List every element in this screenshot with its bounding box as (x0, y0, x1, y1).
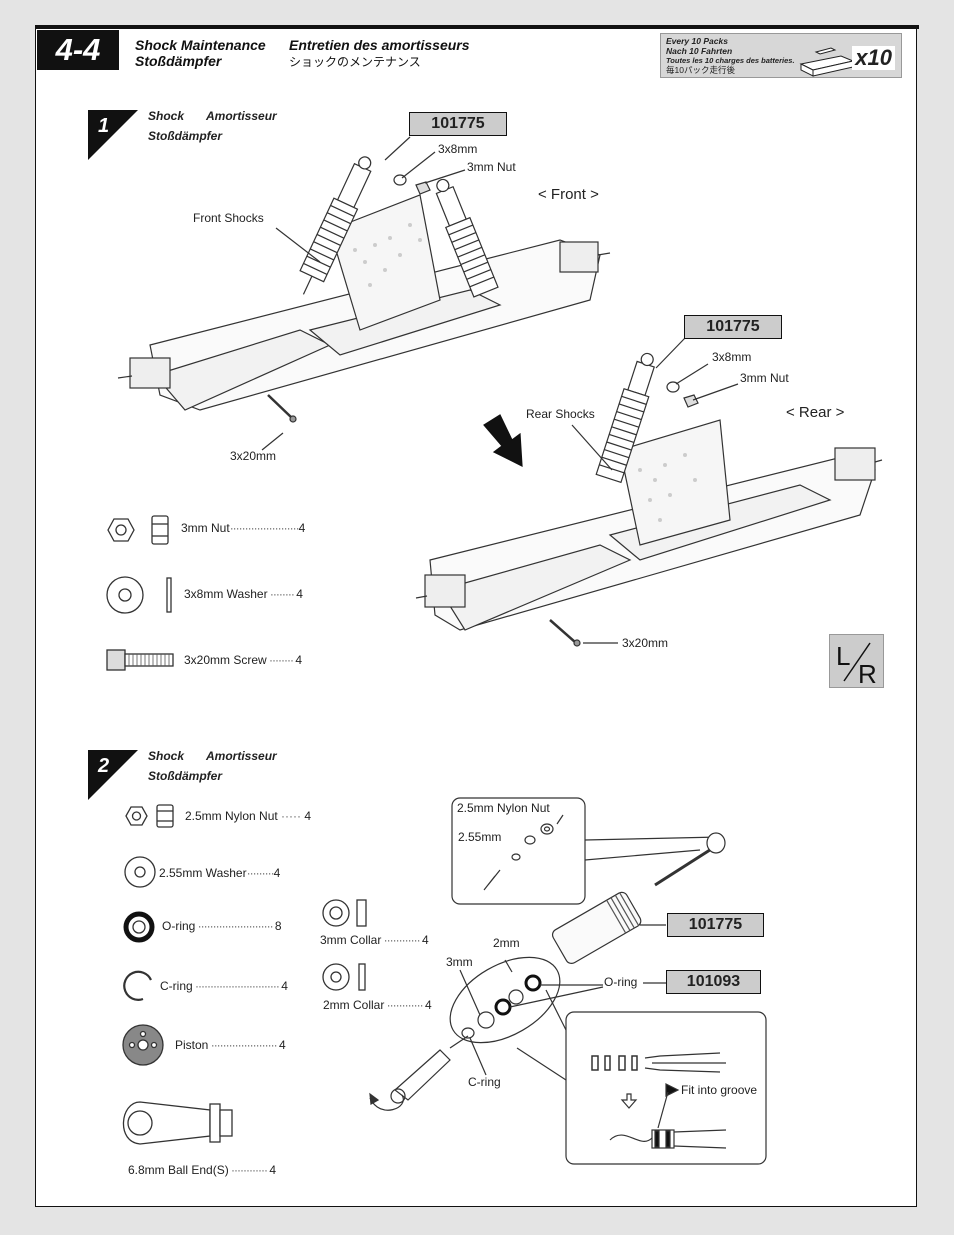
top-rule (35, 25, 919, 29)
part-qty: 4 (296, 587, 303, 601)
step1-label-de: Stoßdämpfer (148, 129, 223, 143)
part-qty: 4 (298, 521, 306, 535)
callout-3mm: 3mm (446, 955, 473, 969)
nylon-nut-detail-box (451, 797, 586, 905)
collar-qty: 4 (424, 998, 432, 1012)
step2-label-en: Shock (148, 749, 185, 763)
title-en: Shock Maintenance (135, 37, 266, 53)
callout-front-washer: 3x8mm (438, 142, 478, 156)
part-name: C-ring (160, 979, 193, 993)
part-row: 2.55mm Washer·········4 (159, 866, 281, 880)
interval-line-en: Every 10 Packs (666, 36, 728, 46)
nylon-nut-icon (125, 804, 174, 828)
part-number-rear-shock: 101775 (684, 315, 782, 339)
part-qty: 4 (281, 979, 288, 993)
interval-count: x10 (852, 46, 895, 70)
part-name: 2.55mm Washer (159, 866, 247, 880)
left-right-icon: L R (829, 634, 884, 688)
part-row: 3x20mm Screw ········ 4 (184, 653, 303, 667)
piston-icon (122, 1024, 164, 1066)
part-qty: 8 (274, 919, 282, 933)
part-qty: 4 (269, 1163, 277, 1177)
nut-icon (107, 515, 169, 545)
callout-front-nut: 3mm Nut (467, 160, 516, 174)
ball-end-icon (122, 1101, 233, 1145)
part-number-front-shock: 101775 (409, 112, 507, 136)
collar-row: 3mm Collar ············ 4 (320, 933, 429, 947)
interval-line-jp: 毎10パック走行後 (666, 64, 735, 75)
part-row: C-ring ···························· 4 (160, 979, 288, 993)
part-row: 6.8mm Ball End(S) ············ 4 (128, 1163, 277, 1177)
screw-icon (106, 649, 174, 671)
part-row: Piston ······················ 4 (175, 1038, 286, 1052)
part-name: 3mm Nut (181, 521, 230, 535)
part-row: 2.5mm Nylon Nut ····· 4 (185, 809, 312, 823)
label-front: < Front > (538, 186, 599, 203)
part-number-o-ring: 101093 (666, 970, 761, 994)
svg-text:R: R (858, 659, 877, 687)
step2-marker (88, 750, 138, 800)
step1-label-fr: Amortisseur (206, 109, 277, 123)
small-washer-icon (124, 856, 156, 888)
callout-front-shocks: Front Shocks (193, 211, 264, 225)
part-name: O-ring (162, 919, 196, 933)
step1-marker (88, 110, 138, 160)
callout-rear-nut: 3mm Nut (740, 371, 789, 385)
part-row: O-ring ························· 8 (162, 919, 282, 933)
part-qty: 4 (295, 653, 303, 667)
o-ring-icon (123, 911, 155, 943)
interval-line-de: Nach 10 Fahrten (666, 45, 733, 56)
collar-name: 2mm Collar (323, 998, 385, 1012)
collar-3mm-icon (322, 899, 367, 927)
part-qty: 4 (278, 1038, 286, 1052)
washer-icon (106, 576, 172, 614)
part-qty: 4 (304, 809, 312, 823)
step1-number: 1 (98, 115, 110, 137)
step1-label-en: Shock (148, 109, 185, 123)
callout-rear-shocks: Rear Shocks (526, 407, 595, 421)
step2-label-fr: Amortisseur (206, 749, 277, 763)
callout-rear-screw: 3x20mm (622, 636, 669, 650)
callout-nylon-nut: 2.5mm Nylon Nut (457, 801, 550, 815)
step2-number: 2 (98, 755, 110, 777)
title-fr: Entretien des amortisseurs (289, 37, 470, 53)
interval-line-fr: Toutes les 10 charges des batteries. (666, 56, 795, 65)
maintenance-interval-box: Every 10 Packs Nach 10 Fahrten Toutes le… (660, 33, 902, 78)
part-name: 3x8mm Washer (184, 587, 268, 601)
part-row: 3mm Nut·······················4 (181, 521, 306, 535)
part-number-shock-body: 101775 (667, 913, 764, 937)
svg-text:L: L (836, 641, 850, 671)
callout-fit-groove: Fit into groove (681, 1083, 758, 1097)
part-row: 3x8mm Washer ········ 4 (184, 587, 303, 601)
callout-rear-washer: 3x8mm (712, 350, 752, 364)
step2-label-de: Stoßdämpfer (148, 769, 223, 783)
collar-name: 3mm Collar (320, 933, 382, 947)
label-rear: < Rear > (786, 404, 845, 421)
collar-qty: 4 (421, 933, 429, 947)
callout-front-screw: 3x20mm (230, 449, 277, 463)
title-de: Stoßdämpfer (135, 53, 222, 69)
section-number: 4-4 (37, 30, 119, 70)
callout-2mm: 2mm (493, 936, 520, 950)
collar-2mm-icon (322, 963, 366, 991)
direction-arrow-icon (483, 414, 523, 468)
title-jp: ショックのメンテナンス (289, 55, 421, 69)
part-qty: 4 (273, 866, 281, 880)
part-name: 6.8mm Ball End(S) (128, 1163, 229, 1177)
collar-row: 2mm Collar ············ 4 (323, 998, 432, 1012)
part-name: 2.5mm Nylon Nut (185, 809, 278, 823)
c-ring-icon (123, 970, 152, 1001)
part-name: 3x20mm Screw (184, 653, 267, 667)
callout-washer: 2.55mm (458, 830, 502, 844)
part-name: Piston (175, 1038, 209, 1052)
callout-c-ring: C-ring (468, 1075, 501, 1089)
callout-o-ring: O-ring (604, 975, 638, 989)
